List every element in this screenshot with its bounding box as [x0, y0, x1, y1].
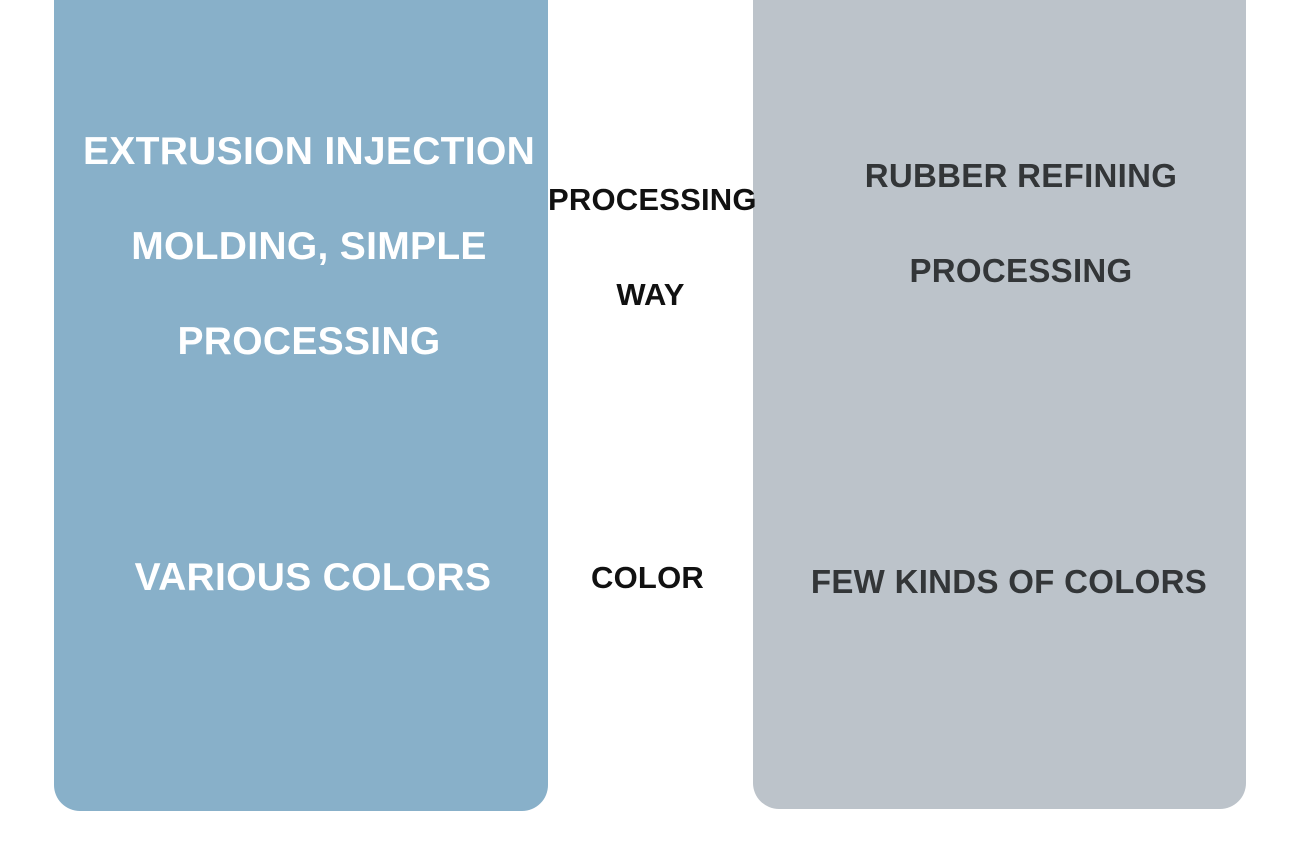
right-material-panel	[753, 0, 1246, 809]
right-processing-text: RUBBER REFINING PROCESSING	[753, 128, 1289, 318]
right-color-text: FEW KINDS OF COLORS	[810, 563, 1208, 600]
left-material-panel	[54, 0, 548, 811]
right-processing-line: RUBBER REFINING	[864, 157, 1178, 194]
processing-way-line: PROCESSING	[548, 182, 757, 217]
right-processing-line: PROCESSING	[909, 252, 1133, 289]
left-processing-text: EXTRUSION INJECTION MOLDING, SIMPLE PROC…	[54, 104, 564, 389]
color-label: COLOR	[591, 560, 704, 595]
left-color-text: VARIOUS COLORS	[134, 556, 492, 599]
processing-way-line: WAY	[616, 277, 685, 312]
left-processing-line: PROCESSING	[177, 320, 441, 363]
left-processing-line: MOLDING, SIMPLE	[131, 225, 487, 268]
processing-way-label: PROCESSING WAY	[548, 152, 757, 342]
left-processing-line: EXTRUSION INJECTION	[82, 130, 536, 173]
